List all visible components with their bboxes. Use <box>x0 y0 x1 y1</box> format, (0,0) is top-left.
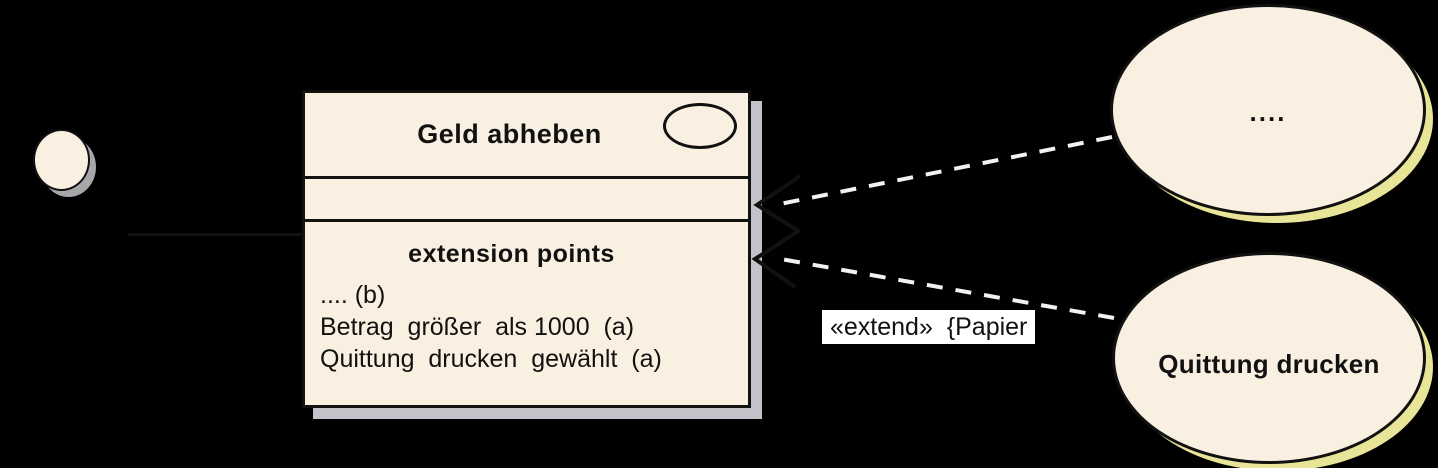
extension-points-heading: extension points <box>408 240 615 268</box>
extension-point-item: Quittung drucken gewählt (a) <box>320 345 662 373</box>
use-case-ellipse-top[interactable]: .... <box>1110 4 1426 216</box>
use-case-box-empty-compartment <box>305 179 748 222</box>
extend-stereotype-label: «extend» {Papier <box>822 310 1036 344</box>
association-line <box>128 233 304 236</box>
extend-arrow-upper <box>753 135 1113 234</box>
actor-head-icon[interactable] <box>33 129 90 191</box>
extend-arrow-lower <box>751 230 1115 320</box>
use-case-ellipse-icon <box>663 103 737 149</box>
use-case-ellipse-top-label: .... <box>1249 96 1287 127</box>
extension-point-item: .... (b) <box>320 281 386 309</box>
extension-point-item: Betrag größer als 1000 (a) <box>320 313 635 341</box>
use-case-ellipse-bottom-label: Quittung drucken <box>1158 348 1380 379</box>
extension-points-list: .... (b) Betrag größer als 1000 (a) Quit… <box>305 279 748 375</box>
use-case-title: Geld abheben <box>417 119 602 149</box>
use-case-box-header: Geld abheben <box>305 93 748 179</box>
use-case-box[interactable]: Geld abheben extension points .... (b) B… <box>302 90 751 408</box>
use-case-ellipse-bottom[interactable]: Quittung drucken <box>1112 252 1426 464</box>
use-case-box-extension-compartment: extension points .... (b) Betrag größer … <box>305 222 748 405</box>
